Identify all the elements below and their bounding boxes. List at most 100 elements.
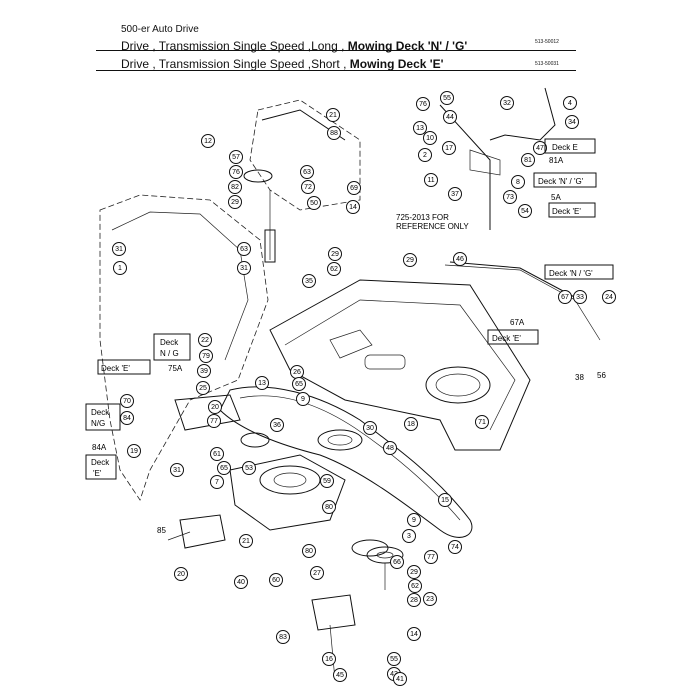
part-callout-71: 71 [475, 415, 489, 429]
upper-bracket [249, 99, 361, 211]
callout-number: 65 [220, 465, 228, 472]
part-callout-30: 30 [363, 421, 377, 435]
callout-number: 14 [410, 631, 418, 638]
deck-e-box [487, 329, 539, 345]
callout-circle [383, 441, 397, 455]
part-callout-37: 37 [448, 187, 462, 201]
callout-number: 73 [506, 194, 514, 201]
callout-circle [346, 200, 360, 214]
part-callout-74: 74 [448, 540, 462, 554]
callout-number: 35 [305, 278, 313, 285]
callout-number: 15 [441, 497, 449, 504]
callout-circle [333, 668, 347, 682]
callout-number: 34 [568, 119, 576, 126]
callout-number: 77 [210, 418, 218, 425]
part-callout-46: 46 [453, 252, 467, 266]
callout-circle [300, 165, 314, 179]
callout-number: 25 [199, 385, 207, 392]
title-deck: Mowing Deck 'E' [349, 57, 444, 71]
callout-number: 10 [426, 135, 434, 142]
callout-number: 62 [330, 266, 338, 273]
callout-circle [228, 180, 242, 194]
reference-note-line2: REFERENCE ONLY [396, 222, 469, 231]
part-callout-24: 24 [602, 290, 616, 304]
callout-number: 4 [568, 100, 572, 107]
callout-number: 23 [426, 596, 434, 603]
main-frame [269, 279, 531, 451]
callout-circle [255, 376, 269, 390]
callout-number: 74 [451, 544, 459, 551]
callout-number: 39 [200, 368, 208, 375]
transmission-plate [167, 394, 363, 549]
callout-number: 70 [123, 398, 131, 405]
deck-ng-label: Deck 'N / 'G' [549, 269, 593, 278]
deck-e-box [97, 359, 151, 375]
callout-circle [270, 418, 284, 432]
callout-circle [404, 417, 418, 431]
callout-circle [407, 565, 421, 579]
callout-circle [229, 165, 243, 179]
callout-circle [363, 421, 377, 435]
part-callout-22: 22 [198, 333, 212, 347]
callout-number: 80 [305, 548, 313, 555]
header-divider [96, 50, 576, 51]
callout-circle [418, 148, 432, 162]
callout-number: 13 [258, 380, 266, 387]
part-callout-45: 45 [333, 668, 347, 682]
part-callout-39: 39 [197, 364, 211, 378]
callout-number: 13 [416, 125, 424, 132]
part-callout-55: 55 [387, 652, 401, 666]
callout-circle [475, 415, 489, 429]
callout-number: 2 [423, 152, 427, 159]
part-callout-9: 9 [407, 513, 421, 527]
part-callout-31: 31 [237, 261, 251, 275]
callout-circle [112, 242, 126, 256]
callout-circle [407, 593, 421, 607]
callout-circle [296, 392, 310, 406]
callout-circle [239, 534, 253, 548]
callout-circle [347, 181, 361, 195]
part-label: 81A [549, 156, 564, 165]
callout-number: 11 [427, 177, 434, 184]
part-callout-35: 35 [302, 274, 316, 288]
callout-circle [403, 253, 417, 267]
title-prefix: Drive , Transmission Single Speed ,Short… [121, 57, 350, 71]
idler-pulleys [243, 169, 404, 590]
part-callout-13: 13 [413, 121, 427, 135]
deck-e-label: Deck 'E' [552, 207, 581, 216]
deck-option-labels: Deck E Deck 'N' / 'G' Deck 'E' Deck 'N /… [85, 138, 614, 480]
part-callout-1: 1 [113, 261, 127, 275]
callout-number: 88 [330, 130, 338, 137]
part-callout-69: 69 [347, 181, 361, 195]
deck-ng-box [85, 403, 121, 431]
part-callout-72: 72 [301, 180, 315, 194]
callout-number: 21 [242, 538, 250, 545]
part-number-short: 513-50031 [535, 61, 559, 67]
callout-circle [438, 493, 452, 507]
part-callout-9: 9 [296, 392, 310, 406]
callout-circle [276, 630, 290, 644]
callout-circle [302, 544, 316, 558]
callout-number: 14 [349, 204, 357, 211]
callout-number: 33 [576, 294, 584, 301]
deck-ng-label: N / G [160, 349, 179, 358]
callout-circle [424, 173, 438, 187]
part-callout-80: 80 [302, 544, 316, 558]
deck-ng-label: Deck [91, 408, 110, 417]
callout-number: 43 [390, 671, 398, 678]
callout-number: 63 [303, 169, 311, 176]
part-callout-14: 14 [407, 627, 421, 641]
callout-number: 81 [524, 157, 532, 164]
part-callout-7: 7 [210, 475, 224, 489]
part-number-long: 513-50012 [535, 39, 559, 45]
callout-number: 48 [386, 445, 394, 452]
header-divider [96, 70, 576, 71]
part-callout-20: 20 [208, 400, 222, 414]
callout-number: 57 [232, 154, 240, 161]
callout-number: 36 [273, 422, 281, 429]
part-callout-81: 81 [521, 153, 535, 167]
callout-circle [563, 96, 577, 110]
deck-ng-box [153, 333, 191, 361]
left-fender-panel [99, 194, 269, 501]
callout-number: 61 [213, 451, 221, 458]
